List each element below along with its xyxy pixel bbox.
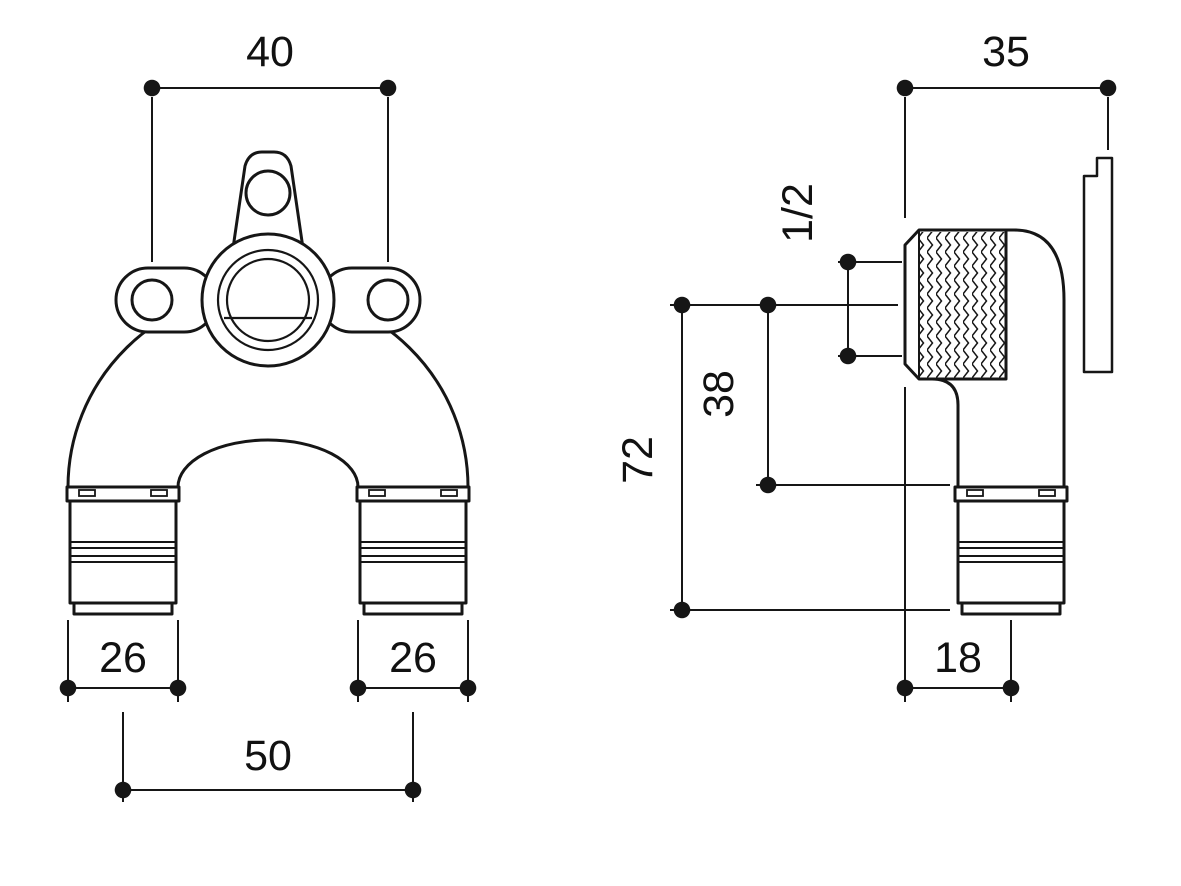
dim-endpoint-dot xyxy=(379,79,397,97)
dim-hole-spacing-label: 40 xyxy=(246,28,294,76)
tab-screw-hole xyxy=(244,169,292,217)
sleeve-window xyxy=(150,489,168,497)
right-screw-hole xyxy=(366,278,410,322)
central-boss-outer xyxy=(200,232,336,368)
press-sleeve-body xyxy=(956,499,1066,605)
threaded-socket xyxy=(903,228,1008,381)
central-boss-bore xyxy=(225,257,311,343)
sleeve-grooves xyxy=(958,541,1064,563)
press-sleeve-body xyxy=(358,499,468,605)
dim-72-label: 72 xyxy=(614,436,662,484)
dim-endpoint-dot xyxy=(404,781,422,799)
fitting-front-body xyxy=(66,150,470,489)
dim-endpoint-dot xyxy=(169,679,187,697)
dim-outlet-spacing: 50 xyxy=(114,712,422,802)
sleeve-window xyxy=(368,489,386,497)
sleeve-window xyxy=(78,489,96,497)
side-press-outlet xyxy=(953,485,1069,616)
dim-center-to-end: 72 xyxy=(614,296,950,619)
dim-endpoint-dot xyxy=(349,679,367,697)
dim-endpoint-dot xyxy=(896,79,914,97)
dim-face-to-axis-label: 18 xyxy=(934,634,982,682)
dim-endpoint-dot xyxy=(143,79,161,97)
dim-endpoint-dot xyxy=(1099,79,1117,97)
u-bend-arch xyxy=(66,288,470,489)
dim-endpoint-dot xyxy=(896,679,914,697)
sleeve-grooves xyxy=(360,541,466,563)
dim-right-outlet: 26 xyxy=(349,620,477,702)
dim-right-outlet-label: 26 xyxy=(389,634,437,682)
sleeve-window xyxy=(966,489,984,497)
dim-face-to-axis: 18 xyxy=(896,387,1020,702)
sleeve-end xyxy=(960,601,1062,616)
press-sleeve-body xyxy=(68,499,178,605)
dim-thread: 1/2 xyxy=(774,183,902,365)
dim-center-to-sleeve: 38 xyxy=(695,296,950,494)
front-view: 40 xyxy=(59,28,477,802)
dim-endpoint-dot xyxy=(59,679,77,697)
dim-hole-spacing: 40 xyxy=(143,28,397,262)
thread-hatch xyxy=(920,232,1005,378)
dim-depth-label: 35 xyxy=(982,28,1030,76)
dim-thread-label: 1/2 xyxy=(774,183,822,243)
wall-mounting-plate xyxy=(1082,156,1114,374)
dim-outlet-spacing-label: 50 xyxy=(244,732,292,780)
side-view: 35 xyxy=(614,28,1117,702)
dim-endpoint-dot xyxy=(1002,679,1020,697)
dim-left-outlet: 26 xyxy=(59,620,187,702)
left-screw-hole xyxy=(130,278,174,322)
left-press-outlet xyxy=(65,485,181,616)
central-boss-thread xyxy=(216,248,320,352)
sleeve-grooves xyxy=(70,541,176,563)
dim-38-label: 38 xyxy=(695,370,743,418)
dim-endpoint-dot xyxy=(114,781,132,799)
right-press-outlet xyxy=(355,485,471,616)
dim-left-outlet-label: 26 xyxy=(99,634,147,682)
dim-depth: 35 xyxy=(896,28,1117,218)
dim-endpoint-dot xyxy=(459,679,477,697)
sleeve-end xyxy=(362,601,464,616)
sleeve-window xyxy=(440,489,458,497)
sleeve-window xyxy=(1038,489,1056,497)
sleeve-end xyxy=(72,601,174,616)
